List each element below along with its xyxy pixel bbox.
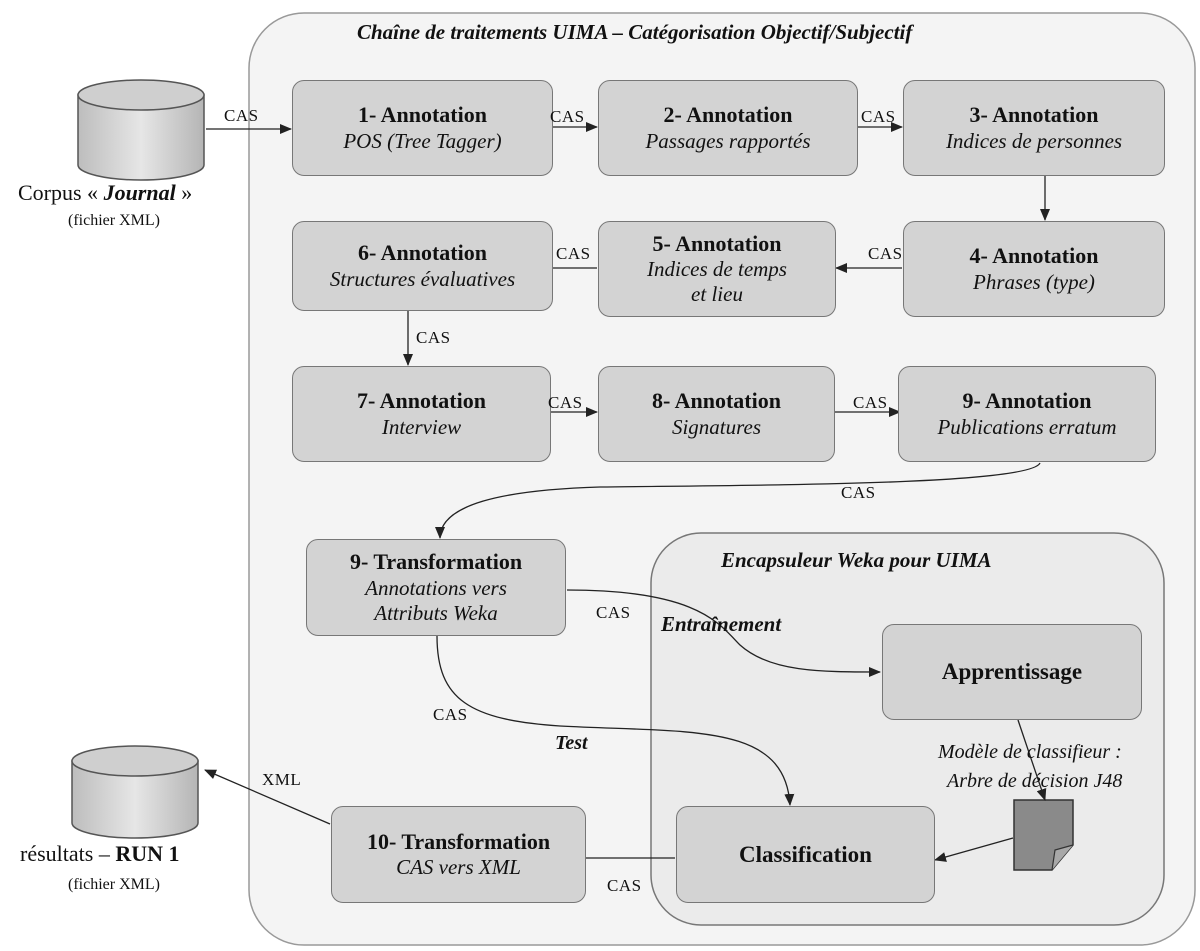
corpus-file-label: (fichier XML)	[68, 212, 160, 229]
step-4-subtitle: Phrases (type)	[973, 269, 1095, 294]
corpus-prefix: Corpus «	[18, 180, 99, 205]
step-9-title: 9- Annotation	[962, 388, 1092, 414]
model-label-line-1: Modèle de classifieur :	[938, 741, 1122, 763]
step-1-annotation-box: 1- Annotation POS (Tree Tagger)	[292, 80, 553, 176]
step-9t-subtitle: Annotations vers	[365, 575, 507, 600]
results-prefix: résultats –	[20, 841, 110, 866]
step-1-title: 1- Annotation	[358, 102, 487, 128]
arrow-learn-to-model	[1017, 719, 1047, 801]
classification-label: Classification	[739, 841, 872, 867]
step-8-annotation-box: 8- Annotation Signatures	[598, 366, 835, 462]
cas-label: CAS	[550, 107, 585, 126]
step-2-annotation-box: 2- Annotation Passages rapportés	[598, 80, 858, 176]
xml-label: XML	[262, 770, 302, 789]
results-file-label: (fichier XML)	[68, 876, 160, 893]
step-10-title: 10- Transformation	[366, 828, 551, 854]
arrow-model-to-classif	[934, 837, 1014, 862]
step-9-annotation-box: 9- Annotation Publications erratum	[898, 366, 1156, 462]
step-6-annotation-box: 6- Annotation Structures évaluatives	[292, 221, 553, 311]
step-1-subtitle: POS (Tree Tagger)	[343, 128, 502, 153]
step-8-subtitle: Signatures	[671, 414, 762, 439]
model-label-line-2: Arbre de décision J48	[947, 770, 1123, 792]
weka-title: Encapsuleur Weka pour UIMA	[721, 548, 992, 572]
step-5-subtitle: Indices de temps	[647, 257, 787, 281]
cas-label: CAS	[416, 328, 451, 347]
step-9-transformation-box: 9- Transformation Annotations vers Attri…	[306, 539, 566, 636]
classification-box: Classification	[676, 806, 935, 903]
results-database-icon	[71, 745, 199, 839]
training-label: Entraînement	[661, 612, 782, 636]
corpus-name: Journal	[103, 180, 176, 205]
step-6-title: 6- Annotation	[358, 240, 487, 266]
step-6-subtitle: Structures évaluatives	[329, 266, 516, 291]
corpus-label: Corpus « Journal »	[18, 180, 192, 206]
step-3-title: 3- Annotation	[969, 102, 1099, 128]
results-label: résultats – RUN 1	[20, 841, 180, 867]
step-9-subtitle: Publications erratum	[937, 414, 1117, 439]
cas-label: CAS	[596, 603, 631, 622]
cas-label: CAS	[433, 705, 468, 724]
cas-label: CAS	[868, 244, 903, 263]
cas-label: CAS	[556, 244, 591, 263]
step-10-transformation-box: 10- Transformation CAS vers XML	[331, 806, 586, 903]
results-name: RUN 1	[115, 841, 180, 866]
test-label: Test	[555, 732, 588, 754]
apprentissage-box: Apprentissage	[882, 624, 1142, 720]
cas-label: CAS	[841, 483, 876, 502]
arrow-10-to-results	[204, 769, 331, 825]
apprentissage-label: Apprentissage	[941, 659, 1083, 685]
step-3-subtitle: Indices de personnes	[945, 128, 1123, 153]
step-4-annotation-box: 4- Annotation Phrases (type)	[903, 221, 1165, 317]
step-3-annotation-box: 3- Annotation Indices de personnes	[903, 80, 1165, 176]
step-7-annotation-box: 7- Annotation Interview	[292, 366, 551, 462]
cas-label: CAS	[861, 107, 896, 126]
step-7-subtitle: Interview	[381, 414, 462, 439]
corpus-suffix: »	[181, 180, 193, 205]
step-7-title: 7- Annotation	[357, 388, 486, 414]
step-9t-title: 9- Transformation	[349, 549, 523, 575]
cas-label: CAS	[607, 876, 642, 895]
step-4-title: 4- Annotation	[969, 243, 1099, 269]
step-5-subtitle-2: et lieu	[691, 282, 743, 307]
arrow-test	[436, 635, 795, 806]
arrow-training	[566, 589, 881, 677]
step-2-title: 2- Annotation	[663, 102, 793, 128]
step-9t-subtitle-2: Attributs Weka	[374, 600, 498, 625]
chain-title: Chaîne de traitements UIMA – Catégorisat…	[357, 20, 913, 44]
cas-label: CAS	[224, 106, 259, 125]
arrow-9a-to-9t	[435, 462, 1041, 539]
corpus-database-icon	[77, 79, 205, 181]
cas-label: CAS	[548, 393, 583, 412]
step-8-title: 8- Annotation	[652, 388, 781, 414]
step-2-subtitle: Passages rapportés	[645, 128, 811, 153]
step-5-annotation-box: 5- Annotation Indices de temps et lieu	[598, 221, 836, 317]
model-document-icon	[1013, 799, 1074, 871]
cas-label: CAS	[853, 393, 888, 412]
step-10-subtitle: CAS vers XML	[396, 855, 521, 880]
step-5-title: 5- Annotation	[652, 230, 782, 256]
